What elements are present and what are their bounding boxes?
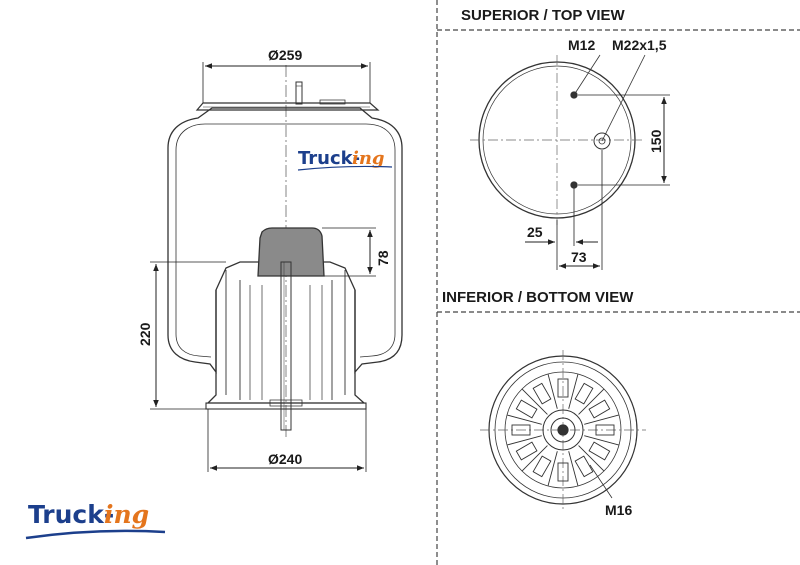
rib-pocket [515, 441, 538, 461]
m12-label: M12 [568, 37, 595, 53]
rib-line [584, 414, 620, 425]
rib-pocket [574, 455, 594, 478]
m22-label: M22x1,5 [612, 37, 667, 53]
rib-line [568, 451, 579, 487]
rib-pocket [532, 382, 552, 405]
rib-line [506, 435, 542, 446]
rib-line [578, 388, 605, 415]
rib-pocket [511, 424, 531, 436]
bottom-view-header: INFERIOR / BOTTOM VIEW [442, 289, 634, 306]
side-view-logo: Truck- ing [297, 148, 393, 171]
piston-bumper [257, 227, 325, 277]
rib-line [547, 373, 558, 409]
top-diameter-label: Ø259 [268, 47, 302, 63]
svg-text:Truck-: Truck- [298, 148, 360, 169]
rib-line [568, 373, 579, 409]
height-220-label: 220 [137, 322, 153, 346]
piston-78-label: 78 [375, 250, 391, 266]
dim-25-label: 25 [527, 224, 543, 240]
rib-pocket [532, 455, 552, 478]
m12-hole-bottom [570, 181, 578, 189]
bottom-view [480, 350, 646, 510]
m16-label: M16 [605, 502, 632, 518]
rib-line [578, 445, 605, 472]
top-view-header: SUPERIOR / TOP VIEW [461, 7, 625, 24]
rib-line [521, 388, 548, 415]
top-view [470, 54, 646, 225]
rib-pocket [574, 382, 594, 405]
top-dimensions [525, 94, 670, 270]
m16-hole [557, 424, 569, 436]
rib-pocket [595, 424, 615, 436]
side-view [167, 65, 403, 440]
rib-pocket [515, 399, 538, 419]
rib-line [547, 451, 558, 487]
bottom-diameter-label: Ø240 [268, 451, 302, 467]
logo-main-text: Truck- [28, 500, 114, 529]
rib-line [584, 435, 620, 446]
brand-logo: Truck- ing [25, 500, 166, 540]
rib-pocket [588, 441, 611, 461]
rib-line [521, 445, 548, 472]
dim-73-label: 73 [571, 249, 587, 265]
rib-pocket [557, 378, 569, 398]
panel-dividers [436, 0, 800, 565]
rib-pocket [588, 399, 611, 419]
m22-port [593, 132, 611, 150]
rib-pocket [557, 462, 569, 482]
logo-ing-text: ing [104, 500, 149, 529]
svg-text:ing: ing [352, 148, 385, 169]
bellows-outline [167, 107, 403, 374]
piston-ribs [506, 373, 620, 487]
rib-line [506, 414, 542, 425]
dim-150-label: 150 [648, 129, 664, 153]
side-dimensions [150, 62, 376, 472]
logo-swoosh [25, 529, 166, 540]
